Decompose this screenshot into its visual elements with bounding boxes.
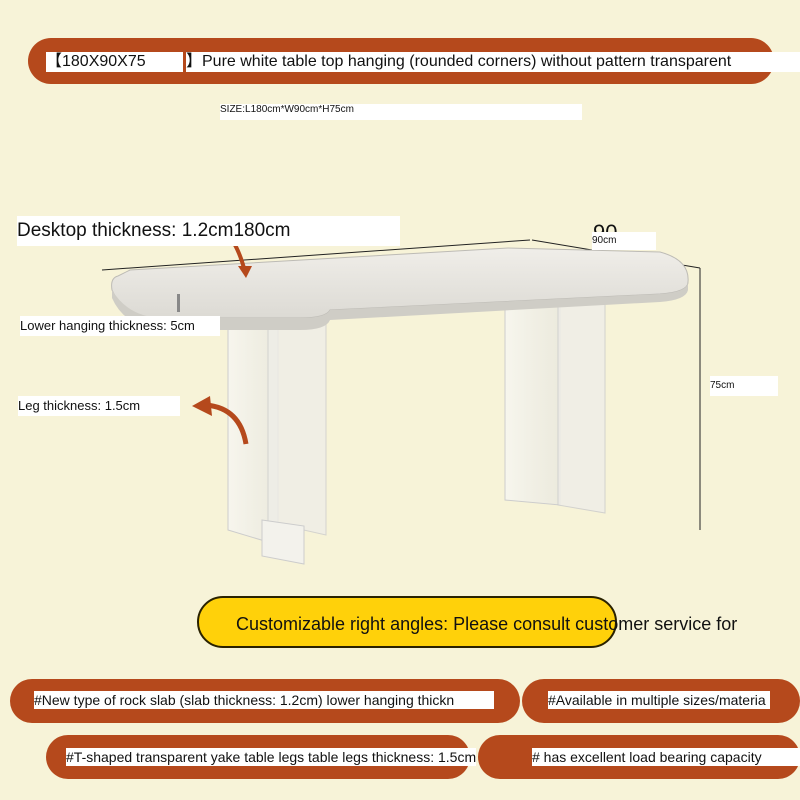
rock-slab-label: #New type of rock slab (slab thickness: …	[34, 691, 494, 709]
table-leg-back	[504, 297, 561, 506]
table-leg-front-side	[267, 313, 327, 536]
header-size-code: 【180X90X75	[46, 52, 183, 72]
sizes-label: #Available in multiple sizes/materia	[548, 691, 770, 709]
table-leg-back-side	[557, 295, 606, 514]
customizable-pill	[197, 596, 617, 648]
customizable-label: Customizable right angles: Please consul…	[236, 614, 738, 634]
width-dim-label: 90cm	[592, 232, 656, 250]
lower-hanging-label: Lower hanging thickness: 5cm	[20, 316, 220, 336]
arrow-leg	[205, 402, 249, 445]
desktop-thickness-label: Desktop thickness: 1.2cm180cm	[17, 216, 400, 246]
legs-label: #T-shaped transparent yake table legs ta…	[66, 748, 476, 766]
load-label: # has excellent load bearing capacity	[532, 748, 800, 766]
height-dim-label: 75cm	[710, 376, 778, 396]
header-title: 】Pure white table top hanging (rounded c…	[186, 52, 800, 72]
size-spec: SIZE:L180cm*W90cm*H75cm	[220, 104, 582, 120]
leg-thickness-label: Leg thickness: 1.5cm	[18, 396, 180, 416]
